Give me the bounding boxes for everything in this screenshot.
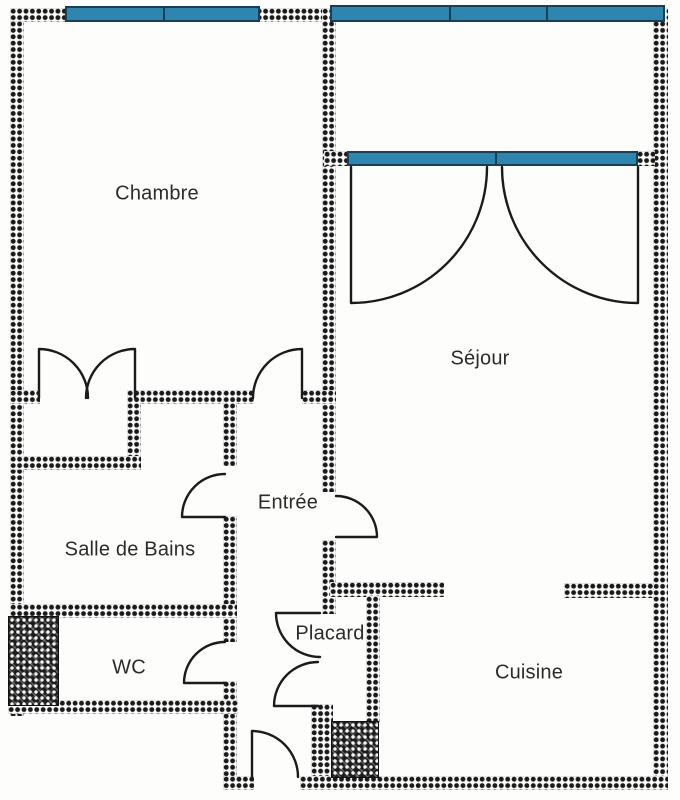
wall-exterior-left xyxy=(10,8,24,716)
duct-shaft-wc xyxy=(8,616,59,706)
wall-sejour-window-nub-left xyxy=(324,151,348,166)
door-chambre-closet xyxy=(37,347,137,400)
room-label-entree: Entrée xyxy=(257,491,319,514)
window-mullion xyxy=(163,7,165,21)
window-mullion xyxy=(546,6,548,21)
door-placard xyxy=(272,611,322,708)
wall-corridor-right-lower xyxy=(311,704,333,784)
room-label-sejour: Séjour xyxy=(450,347,510,370)
wall-chambre-sejour-divider xyxy=(322,8,336,492)
wall-top-middle xyxy=(256,8,324,22)
wall-wc-bottom xyxy=(8,700,238,714)
wall-bottom-main xyxy=(300,776,668,790)
wall-bottom-entry-piece xyxy=(223,776,254,790)
wall-cuisine-left xyxy=(366,596,380,723)
room-label-salle-de-bains: Salle de Bains xyxy=(64,538,196,561)
wall-sejour-cuisine-left xyxy=(330,582,444,597)
duct-shaft-kitchen xyxy=(331,721,379,778)
wall-closet-bottom xyxy=(10,456,141,470)
window-mullion xyxy=(449,6,451,21)
window-mullion xyxy=(495,152,497,165)
door-chambre-entry xyxy=(251,347,304,400)
window-sejour-french-doors xyxy=(347,151,638,166)
room-label-chambre: Chambre xyxy=(115,182,199,205)
wall-closet-right xyxy=(127,390,141,470)
room-label-wc: WC xyxy=(112,656,146,679)
room-label-cuisine: Cuisine xyxy=(494,661,564,684)
wall-top-left xyxy=(10,8,67,22)
door-front-entry xyxy=(250,729,300,779)
wall-chambre-bottom-left xyxy=(10,390,40,404)
room-label-placard: Placard xyxy=(295,622,365,645)
wall-exterior-right xyxy=(653,8,668,790)
wall-chambre-bottom-right xyxy=(302,390,336,404)
wall-sejour-window-nub-right xyxy=(637,151,655,166)
wall-bath-wc-divider xyxy=(10,604,237,618)
door-bathroom xyxy=(180,472,227,519)
door-sejour-entry xyxy=(334,494,379,539)
door-sejour-french xyxy=(349,165,640,305)
window-chambre xyxy=(65,6,260,22)
wall-sejour-cuisine-right xyxy=(564,583,654,598)
door-wc xyxy=(182,640,227,685)
window-balcony xyxy=(330,5,665,22)
wall-corridor-left-upper xyxy=(223,390,237,466)
